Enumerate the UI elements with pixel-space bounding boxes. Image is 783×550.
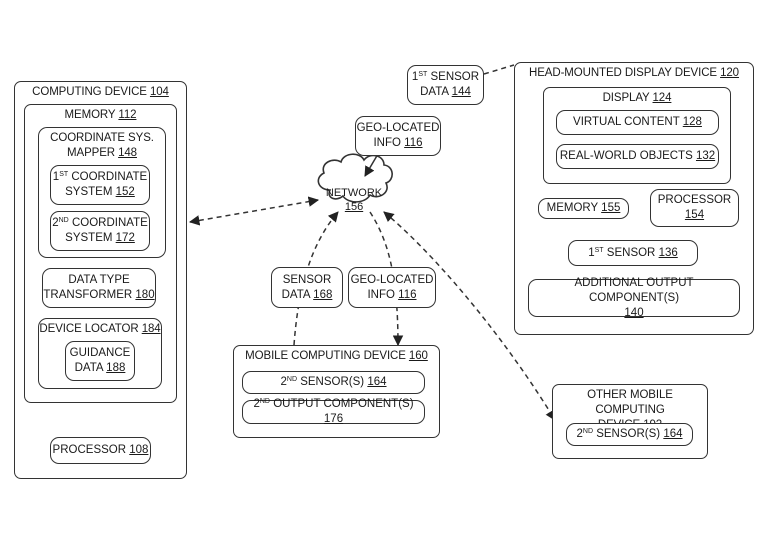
virtual-content: VIRTUAL CONTENT 128 (556, 110, 719, 135)
link-computing-network (188, 196, 320, 226)
hmd-title: HEAD-MOUNTED DISPLAY DEVICE 120 (529, 67, 739, 79)
additional-output-components: ADDITIONAL OUTPUT COMPONENT(S)140 (528, 277, 740, 319)
real-world-objects: REAL-WORLD OBJECTS 132 (556, 144, 719, 169)
processor: PROCESSOR 108 (50, 437, 151, 464)
link-sensor-data-hmd (483, 64, 515, 75)
mobile-second-sensors: 2ND SENSOR(S) 164 (242, 371, 425, 394)
memory-title: MEMORY 112 (64, 109, 137, 121)
device-locator-title: DEVICE LOCATOR 184 (39, 323, 161, 335)
computing-device-title: COMPUTING DEVICE 104 (32, 86, 169, 98)
hmd-memory: MEMORY 155 (538, 198, 629, 219)
display-title: DISPLAY 124 (602, 92, 672, 104)
other-second-sensors: 2ND SENSOR(S) 164 (566, 423, 693, 446)
mobile-second-output-components: 2ND OUTPUT COMPONENT(S) 176 (242, 398, 425, 425)
link-network-other-device (383, 211, 556, 421)
mapper-label: COORDINATE SYS.MAPPER 148 (50, 132, 154, 159)
device-locator: DEVICE LOCATOR 184 (38, 318, 162, 389)
hmd-first-sensor: 1ST SENSOR 136 (568, 240, 698, 266)
mobile-device-title: MOBILE COMPUTING DEVICE 160 (245, 350, 428, 362)
display: DISPLAY 124 (543, 87, 731, 184)
link-geo-network (364, 153, 379, 177)
